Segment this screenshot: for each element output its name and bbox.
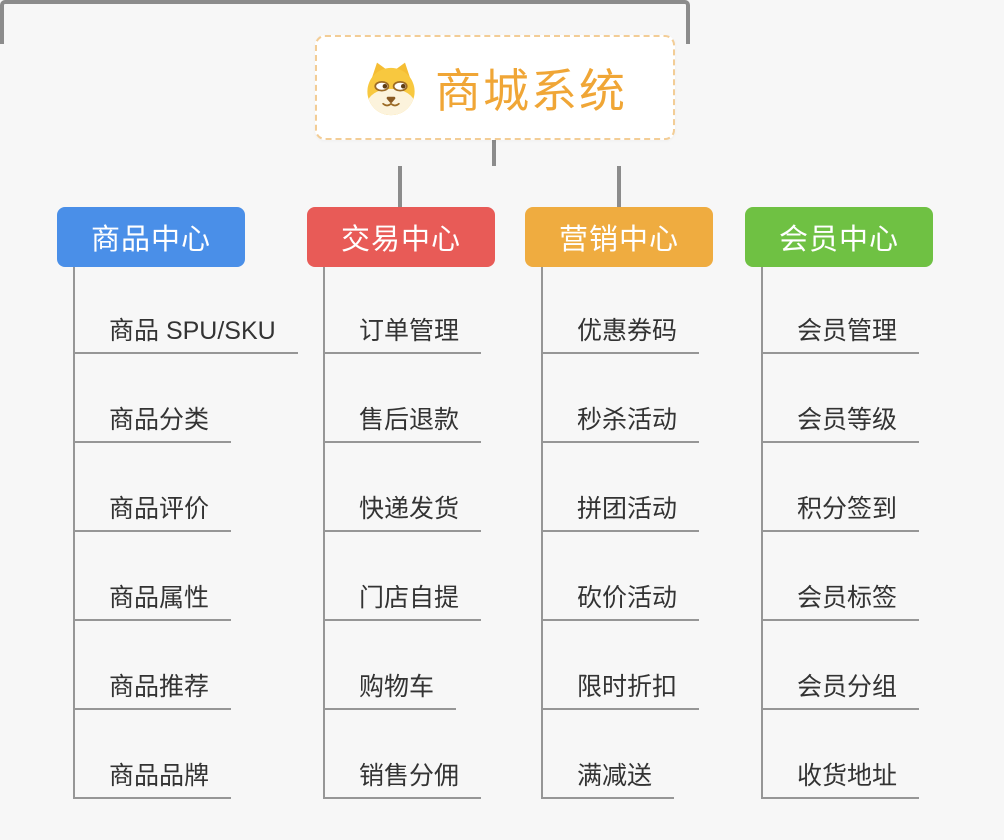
child-topic[interactable]: 销售分佣 (325, 710, 482, 799)
child-topic[interactable]: 商品品牌 (75, 710, 232, 799)
child-topic[interactable]: 商品评价 (75, 443, 232, 532)
child-topic[interactable]: 会员管理 (763, 267, 920, 354)
child-topic[interactable]: 快递发货 (325, 443, 482, 532)
connector-drop-marketing (617, 166, 621, 207)
child-topic[interactable]: 拼团活动 (543, 443, 700, 532)
child-topic[interactable]: 门店自提 (325, 532, 482, 621)
branch-node-trade-center[interactable]: 交易中心 (307, 207, 495, 267)
child-topic[interactable]: 商品 SPU/SKU (75, 267, 298, 354)
connector-bus (0, 0, 690, 44)
root-node[interactable]: 商城系统 (315, 35, 675, 140)
child-topic[interactable]: 商品属性 (75, 532, 232, 621)
branch-children-trade: 订单管理 售后退款 快递发货 门店自提 购物车 销售分佣 (323, 267, 482, 799)
branch-children-member: 会员管理 会员等级 积分签到 会员标签 会员分组 收货地址 (761, 267, 920, 799)
branch-children-product: 商品 SPU/SKU 商品分类 商品评价 商品属性 商品推荐 商品品牌 (73, 267, 298, 799)
child-topic[interactable]: 会员标签 (763, 532, 920, 621)
connector-drop-trade (398, 166, 402, 207)
child-topic[interactable]: 售后退款 (325, 354, 482, 443)
branch-node-marketing-center[interactable]: 营销中心 (525, 207, 713, 267)
child-topic[interactable]: 优惠券码 (543, 267, 700, 354)
child-topic[interactable]: 购物车 (325, 621, 457, 710)
child-topic[interactable]: 会员等级 (763, 354, 920, 443)
child-topic[interactable]: 限时折扣 (543, 621, 700, 710)
branch-marketing-center: 营销中心 优惠券码 秒杀活动 拼团活动 砍价活动 限时折扣 满减送 (525, 207, 713, 799)
child-topic[interactable]: 砍价活动 (543, 532, 700, 621)
child-topic[interactable]: 商品推荐 (75, 621, 232, 710)
child-topic[interactable]: 会员分组 (763, 621, 920, 710)
branch-node-product-center[interactable]: 商品中心 (57, 207, 245, 267)
child-topic[interactable]: 订单管理 (325, 267, 482, 354)
branch-trade-center: 交易中心 订单管理 售后退款 快递发货 门店自提 购物车 销售分佣 (307, 207, 495, 799)
child-topic[interactable]: 满减送 (543, 710, 675, 799)
child-topic[interactable]: 秒杀活动 (543, 354, 700, 443)
branch-product-center: 商品中心 商品 SPU/SKU 商品分类 商品评价 商品属性 商品推荐 商品品牌 (57, 207, 298, 799)
connector-root-stub (492, 140, 496, 166)
branch-children-marketing: 优惠券码 秒杀活动 拼团活动 砍价活动 限时折扣 满减送 (541, 267, 700, 799)
branch-member-center: 会员中心 会员管理 会员等级 积分签到 会员标签 会员分组 收货地址 (745, 207, 933, 799)
branch-node-member-center[interactable]: 会员中心 (745, 207, 933, 267)
child-topic[interactable]: 商品分类 (75, 354, 232, 443)
dog-face-icon (367, 62, 415, 115)
child-topic[interactable]: 收货地址 (763, 710, 920, 799)
child-topic[interactable]: 积分签到 (763, 443, 920, 532)
root-title: 商城系统 (435, 64, 627, 117)
